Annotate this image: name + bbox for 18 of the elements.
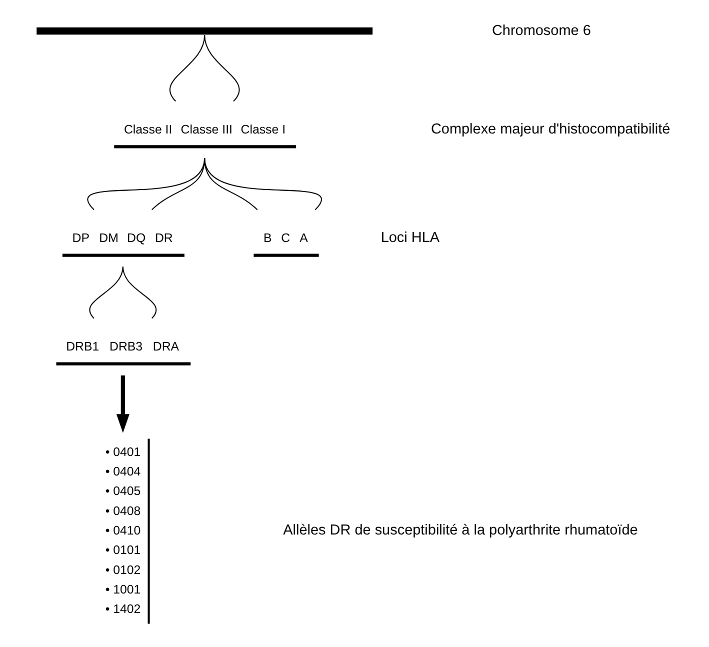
node-text: B C A [263,230,308,245]
connector [122,266,156,319]
connector [88,266,123,319]
node-text: DRB1 DRB3 DRA [66,339,179,354]
node-text: • 0401 • 0404 • 0405 • 0408 • 0410 • 0101 • 0102 • 1001 • 1402 [104,444,140,616]
connector [87,158,205,210]
arrow [116,375,129,433]
connector [151,158,205,210]
connector [169,35,205,102]
connector [204,158,321,210]
node-bar [36,27,372,35]
node-text: DP DM DQ DR [72,230,172,245]
label: Complexe majeur d'histocompatibilité [430,122,670,138]
node-text: Classe II Classe III Classe I [123,122,286,136]
label: Chromosome 6 [491,22,590,39]
label: Loci HLA [380,230,440,246]
label: Allèles DR de susceptibilité à la polyarthrite rhumatoïde [282,522,638,539]
connector [204,35,240,102]
